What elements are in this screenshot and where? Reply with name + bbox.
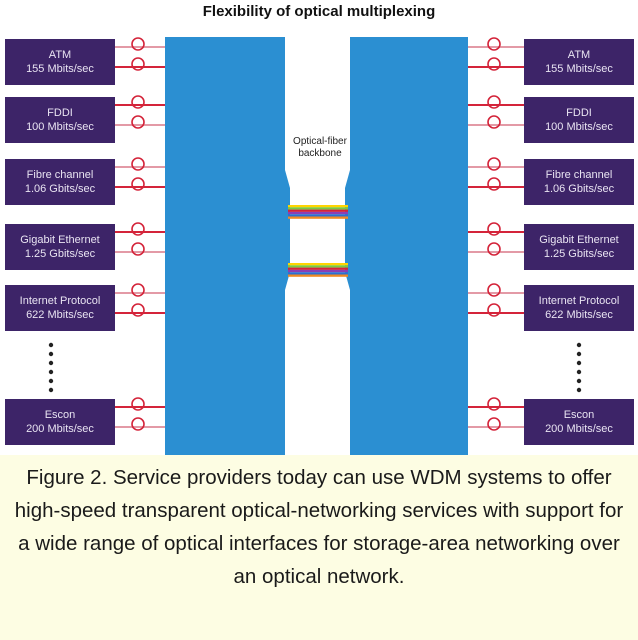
fiber-coil-right bbox=[487, 57, 501, 71]
fiber-coil-left bbox=[131, 222, 145, 236]
interface-name: Fibre channel bbox=[545, 169, 613, 181]
interface-rate: 100 Mbits/sec bbox=[545, 121, 613, 133]
continuation-dot bbox=[48, 369, 54, 375]
continuation-dots bbox=[48, 342, 582, 393]
interface-rate: 622 Mbits/sec bbox=[545, 309, 613, 321]
interface-box-atm-left: ATM 155 Mbits/sec bbox=[5, 39, 115, 85]
backbone-fiber-strand bbox=[288, 209, 348, 212]
fiber-coil-left bbox=[131, 417, 145, 431]
interface-name: Fibre channel bbox=[26, 169, 94, 181]
interface-name: Escon bbox=[563, 409, 595, 421]
interface-name: ATM bbox=[567, 49, 591, 61]
backbone-fiber-strand bbox=[288, 263, 348, 266]
interface-rate: 1.25 Gbits/sec bbox=[24, 248, 96, 260]
backbone-fiber-strand bbox=[288, 274, 348, 277]
interface-rate: 622 Mbits/sec bbox=[26, 309, 94, 321]
interface-box-internet-protocol-left: Internet Protocol 622 Mbits/sec bbox=[5, 285, 115, 331]
fiber-coil-left bbox=[131, 177, 145, 191]
multiplexing-diagram bbox=[48, 37, 582, 455]
diagram-title: Flexibility of optical multiplexing bbox=[202, 3, 436, 20]
caption-background bbox=[0, 455, 638, 640]
continuation-dot bbox=[576, 378, 582, 384]
fiber-backbone-upper bbox=[288, 205, 348, 219]
fiber-coil-left bbox=[131, 242, 145, 256]
continuation-dot bbox=[576, 387, 582, 393]
interface-name: Gigabit Ethernet bbox=[539, 234, 619, 246]
interface-box-internet-protocol-right: Internet Protocol 622 Mbits/sec bbox=[524, 285, 634, 331]
fiber-lines bbox=[115, 46, 524, 428]
continuation-dot bbox=[48, 387, 54, 393]
backbone-fiber-strand bbox=[288, 207, 348, 210]
backbone-fiber-strand bbox=[288, 267, 348, 270]
interface-rate: 100 Mbits/sec bbox=[26, 121, 94, 133]
fiber-coil-left bbox=[131, 95, 145, 109]
interface-rate: 200 Mbits/sec bbox=[26, 423, 94, 435]
backbone-fiber-strand bbox=[288, 272, 348, 275]
backbone-fiber-strand bbox=[288, 216, 348, 219]
interface-name: ATM bbox=[48, 49, 72, 61]
backbone-label-line-2: backbone bbox=[298, 148, 342, 159]
fiber-coil-right bbox=[487, 157, 501, 171]
fiber-coil-left bbox=[131, 157, 145, 171]
interface-name: FDDI bbox=[566, 107, 592, 119]
interface-rate: 155 Mbits/sec bbox=[545, 63, 613, 75]
fiber-backbone-lower bbox=[288, 263, 348, 277]
fiber-coil-right bbox=[487, 242, 501, 256]
left-multiplexer bbox=[165, 37, 290, 455]
backbone-label-line-1: Optical-fiber bbox=[293, 136, 347, 147]
interface-box-gigabit-ethernet-left: Gigabit Ethernet 1.25 Gbits/sec bbox=[5, 224, 115, 270]
interface-name: Internet Protocol bbox=[19, 295, 101, 307]
interface-box-gigabit-ethernet-right: Gigabit Ethernet 1.25 Gbits/sec bbox=[524, 224, 634, 270]
backbone-fiber-strand bbox=[288, 265, 348, 268]
fiber-coil-right bbox=[487, 37, 501, 51]
right-multiplexer bbox=[345, 37, 468, 455]
continuation-dot bbox=[48, 360, 54, 366]
fiber-coil-left bbox=[131, 397, 145, 411]
fiber-coil-right bbox=[487, 397, 501, 411]
fiber-coil-left bbox=[131, 115, 145, 129]
continuation-dot bbox=[48, 342, 54, 348]
fiber-coil-right bbox=[487, 303, 501, 317]
fiber-coil-left bbox=[131, 303, 145, 317]
interface-box-fddi-right: FDDI 100 Mbits/sec bbox=[524, 97, 634, 143]
fiber-coils bbox=[131, 37, 501, 431]
interface-rate: 155 Mbits/sec bbox=[26, 63, 94, 75]
fiber-coil-right bbox=[487, 222, 501, 236]
fiber-coil-right bbox=[487, 115, 501, 129]
backbone-fiber-strand bbox=[288, 205, 348, 208]
interface-rate: 1.06 Gbits/sec bbox=[543, 183, 615, 195]
interface-rate: 1.25 Gbits/sec bbox=[543, 248, 615, 260]
interface-name: Internet Protocol bbox=[538, 295, 620, 307]
interface-rate: 200 Mbits/sec bbox=[545, 423, 613, 435]
fiber-coil-right bbox=[487, 177, 501, 191]
backbone-fiber-strand bbox=[288, 214, 348, 217]
fiber-coil-right bbox=[487, 417, 501, 431]
interface-box-escon-left: Escon 200 Mbits/sec bbox=[5, 399, 115, 445]
interface-box-fibre-channel-right: Fibre channel 1.06 Gbits/sec bbox=[524, 159, 634, 205]
continuation-dot bbox=[48, 351, 54, 357]
interface-box-fddi-left: FDDI 100 Mbits/sec bbox=[5, 97, 115, 143]
interface-name: FDDI bbox=[47, 107, 73, 119]
continuation-dot bbox=[576, 369, 582, 375]
fiber-coil-left bbox=[131, 37, 145, 51]
continuation-dot bbox=[576, 360, 582, 366]
continuation-dot bbox=[576, 351, 582, 357]
fiber-coil-left bbox=[131, 283, 145, 297]
interface-name: Gigabit Ethernet bbox=[20, 234, 100, 246]
fiber-coil-left bbox=[131, 57, 145, 71]
interface-rate: 1.06 Gbits/sec bbox=[24, 183, 96, 195]
fiber-coil-right bbox=[487, 95, 501, 109]
continuation-dot bbox=[48, 378, 54, 384]
backbone-label: Optical-fiber backbone bbox=[270, 136, 370, 160]
interface-box-fibre-channel-left: Fibre channel 1.06 Gbits/sec bbox=[5, 159, 115, 205]
figure-caption: Figure 2. Service providers today can us… bbox=[14, 466, 624, 588]
interface-name: Escon bbox=[44, 409, 76, 421]
fiber-coil-right bbox=[487, 283, 501, 297]
interface-box-escon-right: Escon 200 Mbits/sec bbox=[524, 399, 634, 445]
interface-box-atm-right: ATM 155 Mbits/sec bbox=[524, 39, 634, 85]
continuation-dot bbox=[576, 342, 582, 348]
backbone-fiber-strand bbox=[288, 269, 348, 273]
backbone-fiber-strand bbox=[288, 211, 348, 215]
